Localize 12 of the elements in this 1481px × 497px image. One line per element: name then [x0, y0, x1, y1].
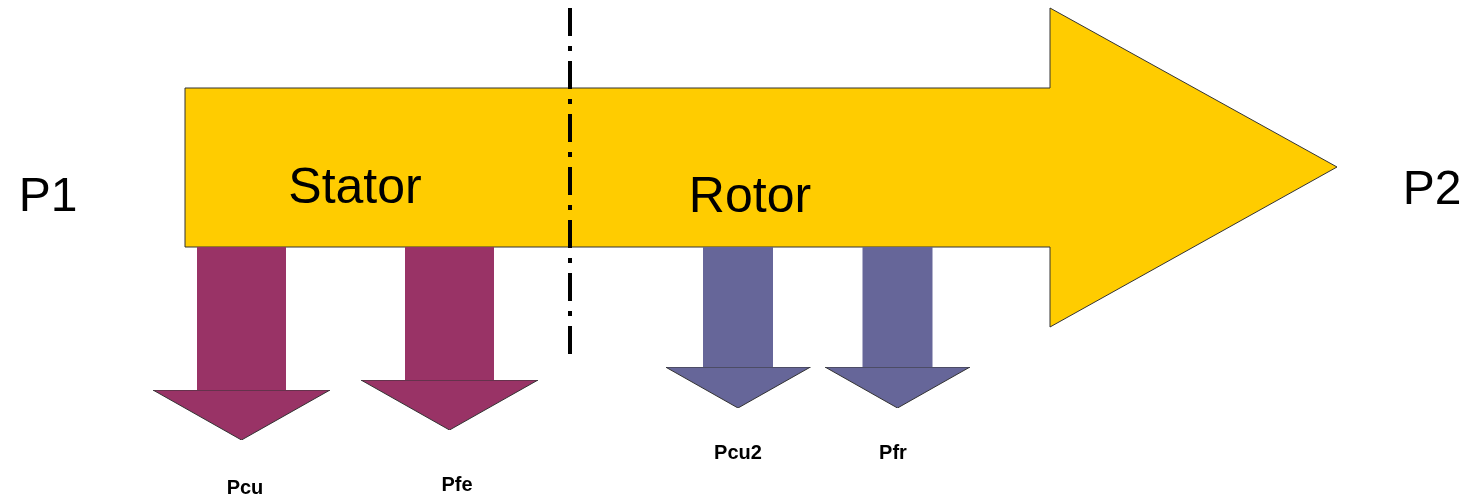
loss-arrow	[665, 247, 811, 409]
loss-arrow	[152, 247, 331, 441]
loss-arrow	[824, 247, 971, 409]
section-label: Rotor	[688, 170, 812, 220]
section-label: Stator	[288, 161, 422, 211]
loss-label: Pfe	[441, 474, 473, 494]
power-label: P1	[18, 171, 78, 219]
power-label: P2	[1402, 164, 1462, 212]
loss-label: Pcu2	[714, 442, 762, 462]
loss-arrow	[360, 247, 539, 431]
loss-label: Pcu	[226, 477, 264, 497]
loss-label: Pfr	[879, 442, 907, 462]
